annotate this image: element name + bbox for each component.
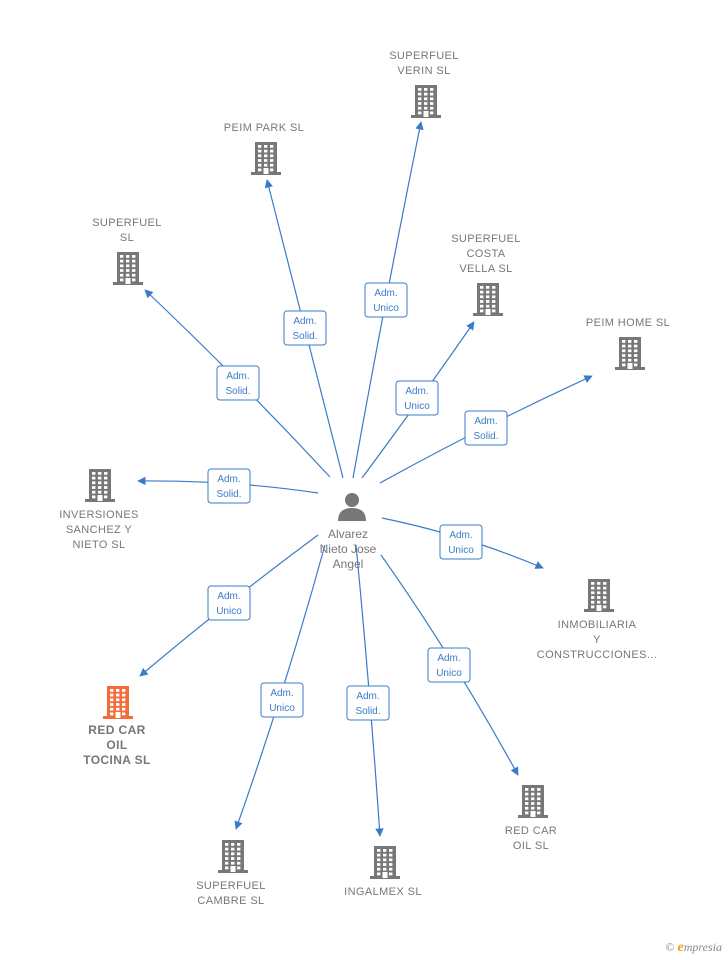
role-text: Solid.	[473, 431, 498, 442]
role-badge-box	[260, 682, 304, 718]
building-icon	[370, 846, 400, 879]
company-node-superfuel-verin[interactable]: SUPERFUEL VERIN SL	[389, 50, 459, 118]
company-name-line: COSTA	[466, 248, 505, 260]
company-name-line: PEIM HOME SL	[586, 317, 670, 329]
role-badge-box	[207, 468, 251, 504]
company-name-line: RED CAR	[505, 825, 557, 837]
role-text: Unico	[216, 606, 242, 617]
company-name-line: INVERSIONES	[59, 509, 139, 521]
person-name-line: Nieto Jose	[320, 542, 377, 556]
role-text: Solid.	[355, 706, 380, 717]
role-badge-box	[346, 685, 390, 721]
company-name-line: SUPERFUEL	[451, 233, 521, 245]
company-name-line: VELLA SL	[459, 263, 512, 275]
building-icon	[473, 283, 503, 316]
building-icon	[251, 142, 281, 175]
role-badge-box	[216, 365, 260, 401]
person-icon	[338, 493, 366, 521]
company-node-ingalmex[interactable]: INGALMEX SL	[344, 846, 422, 898]
company-name-line: RED CAR	[88, 723, 145, 737]
building-icon	[103, 686, 133, 719]
role-badge-box	[364, 282, 408, 318]
company-node-superfuel-costa-vella[interactable]: SUPERFUEL COSTA VELLA SL	[451, 233, 521, 316]
role-text: Adm.	[437, 653, 460, 664]
company-name-line: CONSTRUCCIONES...	[537, 649, 657, 661]
role-badge-red-car-oil[interactable]: Adm. Unico	[427, 647, 471, 683]
role-badge-inmobiliaria[interactable]: Adm. Unico	[439, 524, 483, 560]
role-text: Adm.	[405, 386, 428, 397]
company-name-line: TOCINA SL	[83, 753, 151, 767]
role-text: Adm.	[474, 416, 497, 427]
role-badge-box	[207, 585, 251, 621]
role-text: Adm.	[356, 691, 379, 702]
role-badge-superfuel-sl[interactable]: Adm. Solid.	[216, 365, 260, 401]
role-badge-box	[283, 310, 327, 346]
role-badge-box	[395, 380, 439, 416]
role-badge-ingalmex[interactable]: Adm. Solid.	[346, 685, 390, 721]
role-badge-red-car-oil-tocina[interactable]: Adm. Unico	[207, 585, 251, 621]
company-name-line: OIL	[106, 738, 127, 752]
role-badge-superfuel-verin[interactable]: Adm. Unico	[364, 282, 408, 318]
company-name-line: NIETO SL	[72, 539, 125, 551]
role-text: Adm.	[226, 371, 249, 382]
role-text: Unico	[404, 401, 430, 412]
company-node-inmobiliaria[interactable]: INMOBILIARIA Y CONSTRUCCIONES...	[537, 579, 657, 661]
role-text: Adm.	[449, 530, 472, 541]
role-badge-peim-park[interactable]: Adm. Solid.	[283, 310, 327, 346]
company-name-line: SUPERFUEL	[196, 880, 266, 892]
role-badge-box	[439, 524, 483, 560]
role-text: Solid.	[216, 489, 241, 500]
role-text: Unico	[373, 303, 399, 314]
company-name-line: CAMBRE SL	[197, 895, 264, 907]
role-badge-inversiones-sanchez[interactable]: Adm. Solid.	[207, 468, 251, 504]
brand-watermark: © empresia	[665, 940, 722, 956]
role-badge-box	[464, 410, 508, 446]
building-icon	[85, 469, 115, 502]
role-badge-superfuel-costa-vella[interactable]: Adm. Unico	[395, 380, 439, 416]
role-text: Unico	[436, 668, 462, 679]
building-icon	[518, 785, 548, 818]
company-name-line: PEIM PARK SL	[224, 122, 304, 134]
role-text: Adm.	[217, 474, 240, 485]
company-node-peim-home[interactable]: PEIM HOME SL	[586, 317, 670, 370]
company-node-superfuel-sl[interactable]: SUPERFUEL SL	[92, 217, 162, 285]
building-icon	[584, 579, 614, 612]
role-badge-peim-home[interactable]: Adm. Solid.	[464, 410, 508, 446]
company-name-line: SUPERFUEL	[92, 217, 162, 229]
company-name-line: SANCHEZ Y	[66, 524, 133, 536]
building-icon	[113, 252, 143, 285]
brand-logo-e: e	[677, 940, 684, 955]
role-text: Adm.	[217, 591, 240, 602]
person-name-line: Angel	[333, 557, 364, 571]
role-text: Adm.	[293, 316, 316, 327]
company-name-line: SUPERFUEL	[389, 50, 459, 62]
role-badge-superfuel-cambre[interactable]: Adm. Unico	[260, 682, 304, 718]
role-text: Adm.	[374, 288, 397, 299]
company-name-line: OIL SL	[513, 840, 549, 852]
brand-logo-text: mpresia	[683, 940, 722, 954]
company-name-line: VERIN SL	[397, 65, 450, 77]
role-text: Adm.	[270, 688, 293, 699]
company-name-line: SL	[120, 232, 134, 244]
building-icon	[615, 337, 645, 370]
role-text: Unico	[269, 703, 295, 714]
role-text: Solid.	[225, 386, 250, 397]
role-text: Solid.	[292, 331, 317, 342]
building-icon	[218, 840, 248, 873]
building-icon	[411, 85, 441, 118]
copyright-icon: ©	[665, 940, 675, 954]
person-name-line: Alvarez	[328, 527, 368, 541]
company-node-red-car-oil[interactable]: RED CAR OIL SL	[505, 785, 557, 852]
company-name-line: Y	[593, 634, 601, 646]
company-node-inversiones-sanchez[interactable]: INVERSIONES SANCHEZ Y NIETO SL	[59, 469, 139, 551]
role-badge-box	[427, 647, 471, 683]
company-node-peim-park[interactable]: PEIM PARK SL	[224, 122, 304, 175]
company-name-line: INGALMEX SL	[344, 886, 422, 898]
role-text: Unico	[448, 545, 474, 556]
company-node-superfuel-cambre[interactable]: SUPERFUEL CAMBRE SL	[196, 840, 266, 907]
company-name-line: INMOBILIARIA	[558, 619, 637, 631]
